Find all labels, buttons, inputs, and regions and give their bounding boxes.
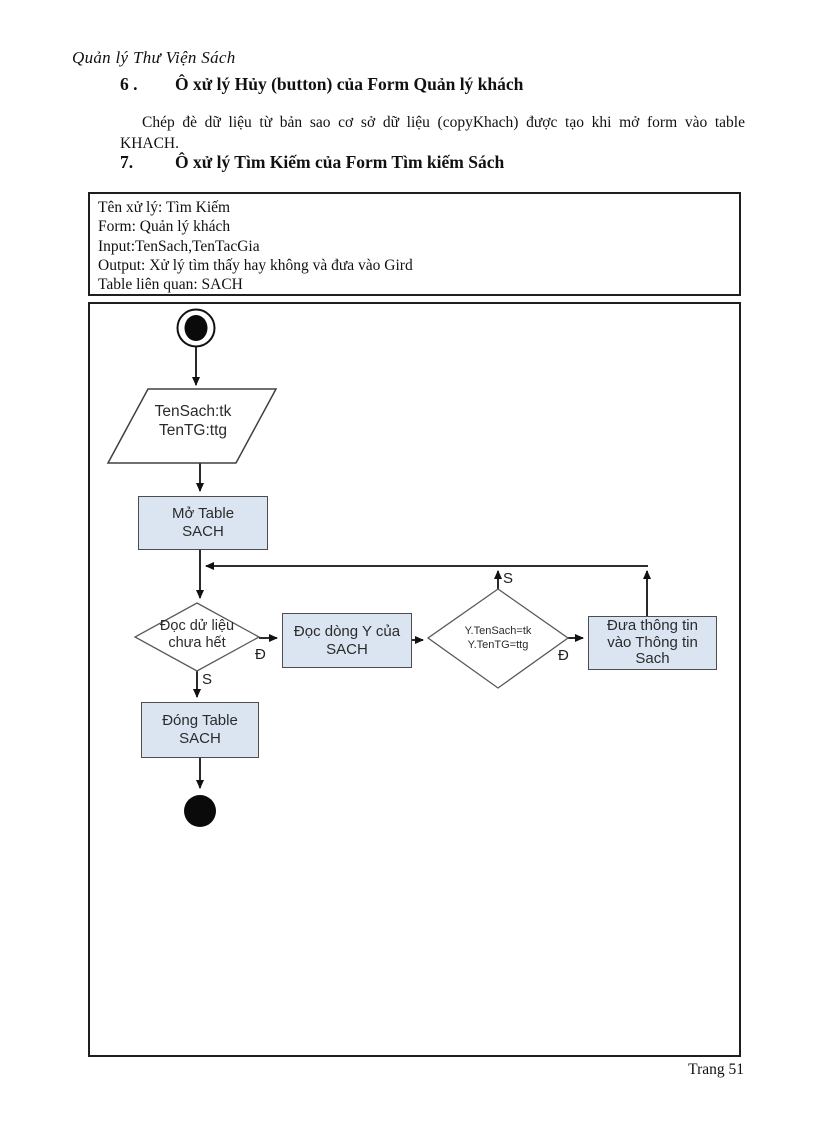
spec-line: Table liên quan: SACH [98,276,243,294]
node-line: TenTG:ttg [158,422,228,439]
body-paragraph-line2: KHACH. [120,135,179,152]
node-line: Y.TenSach=tk [464,625,532,637]
section-number: 7. [120,152,134,172]
flow-node-input: TenSach:tk TenTG:ttg [128,402,258,440]
page-number: Trang 51 [688,1061,744,1078]
node-line: SACH [179,730,221,747]
spec-line: Input:TenSach,TenTacGia [98,237,260,255]
flowchart-frame [88,302,741,1057]
section-title: Ô xử lý Hủy (button) của Form Quản lý kh… [175,74,524,94]
node-line: chưa hết [168,635,226,651]
spec-line: Tên xử lý: Tìm Kiếm [98,199,231,216]
flow-node-close-table: Đóng Table SACH [141,702,259,758]
edge-label-match-yes: Đ [558,647,569,664]
running-header: Quản lý Thư Viện Sách [72,48,236,67]
node-line: SACH [326,640,368,658]
edge-label-match-no: S [503,570,514,587]
node-line: Đưa thông tin [607,617,698,635]
flow-node-match-check: Y.TenSach=tk Y.TenTG=ttg [433,624,563,652]
section-title: Ô xử lý Tìm Kiếm của Form Tìm kiếm Sách [175,152,505,172]
spec-line: Output: Xử lý tìm thấy hay không và đưa … [98,256,413,274]
flow-node-show-info: Đưa thông tin vào Thông tin Sach [588,616,717,670]
node-line: SACH [182,523,224,540]
node-line: Đọc dử liệu [159,618,235,634]
edge-label-loop-no: S [202,671,213,688]
node-line: vào Thông tin [607,633,698,651]
flow-node-loop-check: Đọc dử liệu chưa hết [137,618,257,652]
section-heading-7: 7. Ô xử lý Tìm Kiếm của Form Tìm kiếm Sá… [120,152,504,173]
flow-node-read-row: Đọc dòng Y của SACH [282,613,412,668]
process-spec-box: Tên xử lý: Tìm Kiếm Form: Quản lý khách … [88,192,741,296]
node-line: Đọc dòng Y của [293,622,401,640]
node-line: Đóng Table [162,712,238,729]
node-line: Y.TenTG=ttg [467,639,529,651]
body-paragraph-line1: Chép đè dữ liệu từ bản sao cơ sở dữ liệu… [142,114,745,131]
spec-line: Form: Quản lý khách [98,218,231,236]
section-heading-6: 6 . Ô xử lý Hủy (button) của Form Quản l… [120,74,523,95]
flow-node-open-table: Mở Table SACH [138,496,268,550]
node-line: TenSach:tk [154,403,232,420]
edge-label-loop-yes: Đ [255,646,266,663]
section-number: 6 . [120,74,138,94]
node-line: Mở Table [171,505,235,522]
node-line: Sach [635,650,670,668]
